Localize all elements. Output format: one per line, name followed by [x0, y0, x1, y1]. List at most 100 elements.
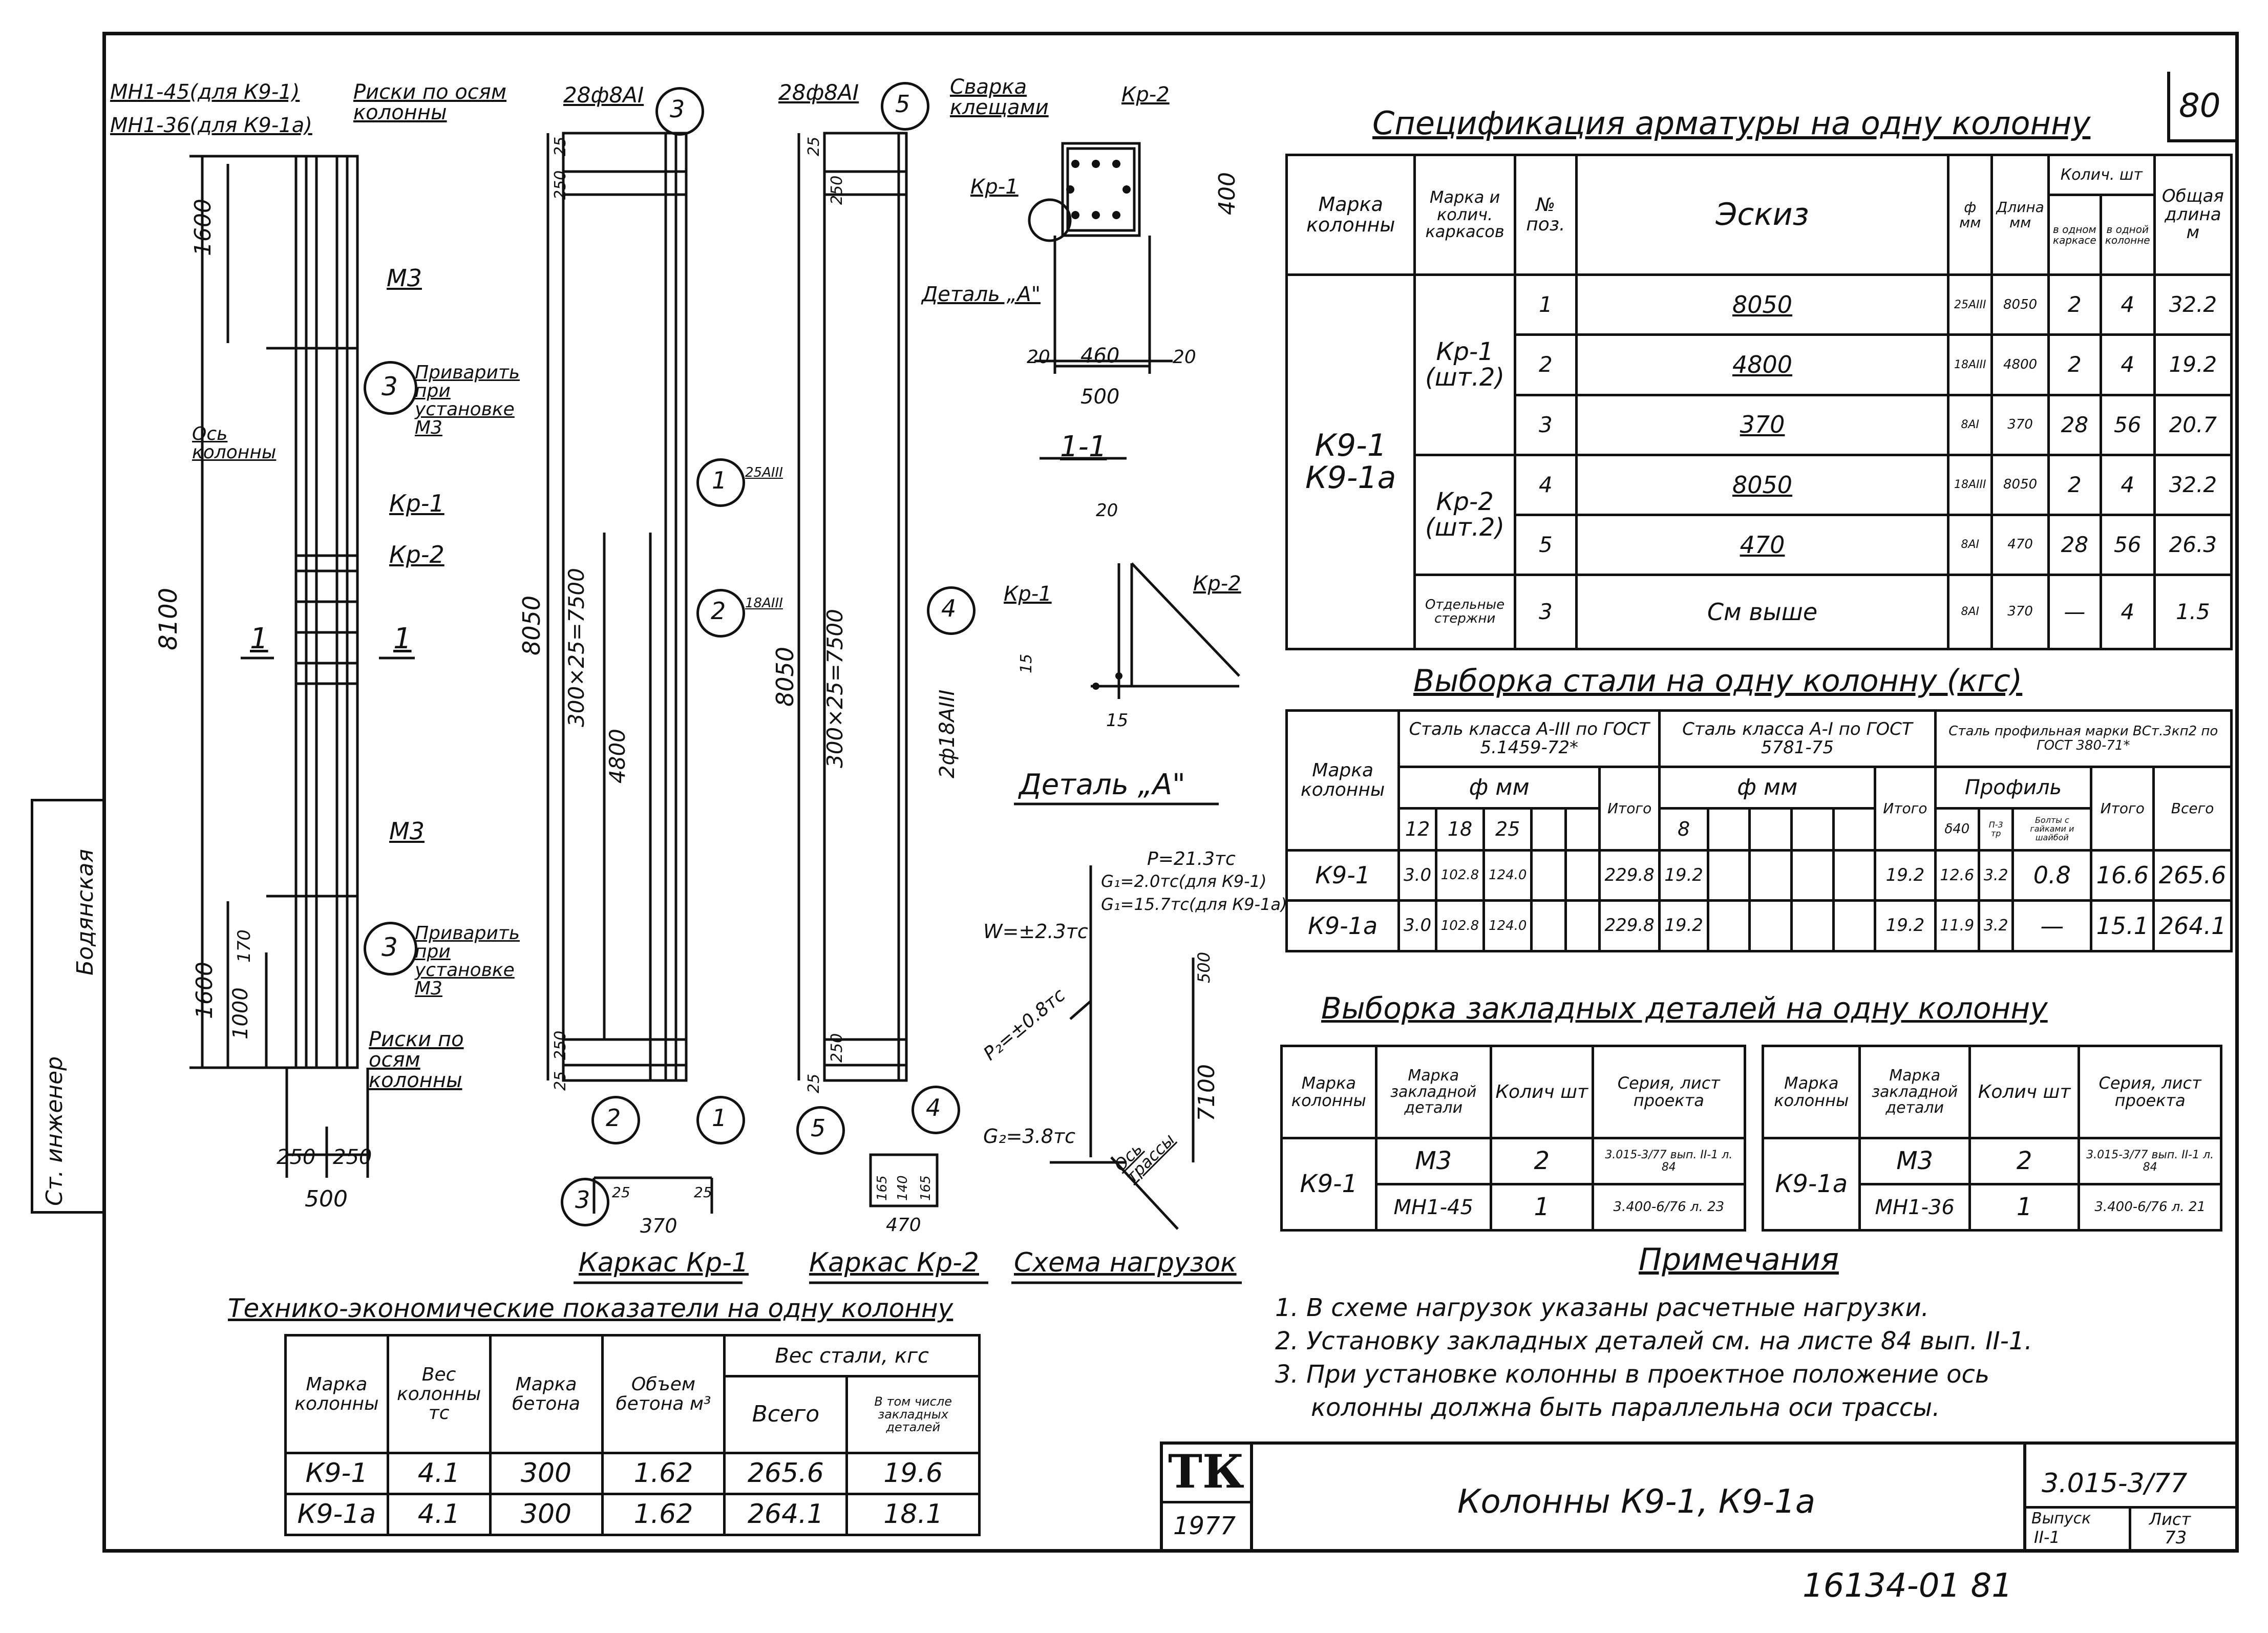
- dim-25-e: 25: [612, 1184, 630, 1201]
- tep-weight: 4.1: [386, 1493, 492, 1536]
- spec-dia: 8АI: [1947, 573, 1994, 651]
- spec-per-frame: 2: [2047, 273, 2102, 336]
- circle-1-sketch-label: 1: [712, 1104, 727, 1132]
- spec-total: 32.2: [2153, 453, 2233, 516]
- steel-mark: К9-1а: [1285, 899, 1401, 952]
- section-1-1: 1-1: [1060, 430, 1107, 463]
- embed-label-2: МН1-36(для К9-1а): [110, 114, 312, 137]
- spec-pos: 4: [1513, 453, 1578, 516]
- sheet-code: 3.015-3/77: [2042, 1468, 2188, 1499]
- spec-h-total: Общая длина м: [2153, 153, 2233, 277]
- circle-1-label: 1: [712, 466, 727, 494]
- emb-qty: 1: [1489, 1183, 1594, 1232]
- steel-h-itogo3: Итого: [2090, 766, 2155, 852]
- column-outline: [294, 155, 359, 1069]
- circle-2-label: 2: [711, 597, 726, 625]
- steel-a18: 102.8: [1434, 849, 1486, 902]
- spec-dia: 25АIII: [1947, 273, 1994, 336]
- circle-3-top: [364, 361, 417, 415]
- tep-h-incl: В том числе закладных деталей: [845, 1375, 981, 1454]
- spec-len: 470: [1990, 513, 2050, 576]
- det-kr2: Кр-2: [1193, 572, 1241, 596]
- steel-b8: 19.2: [1658, 849, 1709, 902]
- spec-pos: 5: [1513, 513, 1578, 576]
- spec-pos: 3: [1513, 573, 1578, 651]
- note-4: колонны должна быть параллельна оси трас…: [1311, 1393, 1940, 1422]
- spec-len: 8050: [1990, 453, 2050, 516]
- tep-incl: 18.1: [845, 1493, 981, 1536]
- spec-kr1: Кр-1 (шт.2): [1413, 273, 1516, 456]
- spec-h-frames: Марка и колич. каркасов: [1413, 153, 1516, 277]
- dim-1000: 1000: [229, 987, 252, 1040]
- spec-per-col: 56: [2099, 393, 2156, 456]
- sec-kr2: Кр-2: [1121, 83, 1170, 107]
- load-w: W=±2.3тс: [983, 920, 1088, 943]
- emb-series: 3.400-6/76 л. 23: [1591, 1183, 1747, 1232]
- steel-h-d18: 18: [1434, 807, 1486, 852]
- dim-4800: 4800: [605, 729, 630, 783]
- steel-bolt: —: [2011, 899, 2093, 952]
- dim-250-a: 250: [277, 1146, 316, 1169]
- circle-3-bottom: [364, 922, 417, 975]
- emb-h-part: Марка закладной детали: [1858, 1045, 1971, 1139]
- spec-h-pos: № поз.: [1513, 153, 1578, 277]
- spec-sketch: 8050: [1575, 273, 1950, 336]
- emb-series: 3.015-3/77 вып. II-1 л. 84: [1591, 1137, 1747, 1185]
- spec-total: 32.2: [2153, 273, 2233, 336]
- dim-500: 500: [305, 1186, 348, 1212]
- steel-all: 265.6: [2152, 849, 2233, 902]
- spec-per-col: 4: [2099, 573, 2156, 651]
- note-1: 1. В схеме нагрузок указаны расчетные на…: [1275, 1293, 1929, 1322]
- steel-bolt: 0.8: [2011, 849, 2093, 902]
- tep-h-concrete: Марка бетона: [489, 1334, 604, 1454]
- load-p: Р=21.3тс: [1147, 849, 1236, 869]
- circle-5-sketch: [796, 1106, 845, 1155]
- steel-a12: 3.0: [1397, 849, 1437, 902]
- emb-part: М3: [1374, 1137, 1492, 1185]
- steel-a18: 102.8: [1434, 899, 1486, 952]
- dim-1600-top: 1600: [190, 199, 216, 256]
- dim-500-c: 500: [1194, 951, 1214, 983]
- notes-title: Примечания: [1639, 1242, 1839, 1278]
- steel-it3: 16.6: [2090, 849, 2155, 902]
- dim-15-a: 15: [1018, 653, 1035, 673]
- tep-concrete: 300: [489, 1452, 604, 1495]
- circle-3-bottom-label: 3: [381, 932, 398, 962]
- emb-series: 3.015-3/77 вып. II-1 л. 84: [2078, 1137, 2222, 1185]
- steel-a12: 3.0: [1397, 899, 1437, 952]
- embed-label-1: МН1-45(для К9-1): [110, 80, 300, 104]
- dim-8100: 8100: [154, 587, 183, 650]
- tep-mark: К9-1: [284, 1452, 389, 1495]
- spec-per-col: 4: [2099, 273, 2156, 336]
- sheet-no: 73: [2165, 1528, 2187, 1548]
- weld-note-top: Приварить при установке М3: [415, 362, 520, 438]
- load-g1b: G₁=15.7тс(для К9-1а): [1101, 895, 1287, 914]
- dim-165-a: 165: [875, 1175, 890, 1201]
- emb-mark: К9-1а: [1761, 1137, 1861, 1232]
- dim-165-b: 165: [918, 1175, 934, 1201]
- dim-25-d: 25: [805, 1073, 823, 1093]
- steel-h-itogo2: Итого: [1874, 766, 1937, 852]
- sec-kr1: Кр-1: [970, 175, 1019, 199]
- circle-5-sketch-label: 5: [811, 1114, 826, 1142]
- dim-7500-a: 300×25=7500: [564, 568, 589, 727]
- steel-a25: 124.0: [1482, 849, 1533, 902]
- dim-250-f: 250: [828, 1033, 846, 1063]
- emb-qty: 1: [1968, 1183, 2081, 1232]
- steel-it2: 19.2: [1874, 849, 1937, 902]
- sheet-number-box: [2167, 72, 2238, 142]
- spec-h-per-col: в одной колонне: [2099, 194, 2156, 277]
- kr2-title: Каркас Кр-2: [809, 1247, 979, 1278]
- tep-h-weight: Вес колонны тс: [386, 1334, 492, 1454]
- kr2-label: Кр-2: [389, 541, 444, 568]
- dim-20-c: 20: [1096, 500, 1118, 521]
- circle-3-sketch: [561, 1178, 609, 1226]
- steel-b8: 19.2: [1658, 899, 1709, 952]
- spec-h-sketch: Эскиз: [1575, 153, 1950, 277]
- sheet-label: Лист: [2149, 1510, 2191, 1529]
- spec-h-mark: Марка колонны: [1285, 153, 1416, 277]
- tep-total: 264.1: [723, 1493, 849, 1536]
- tep-concrete: 300: [489, 1493, 604, 1536]
- spec-dia: 8АI: [1947, 513, 1994, 576]
